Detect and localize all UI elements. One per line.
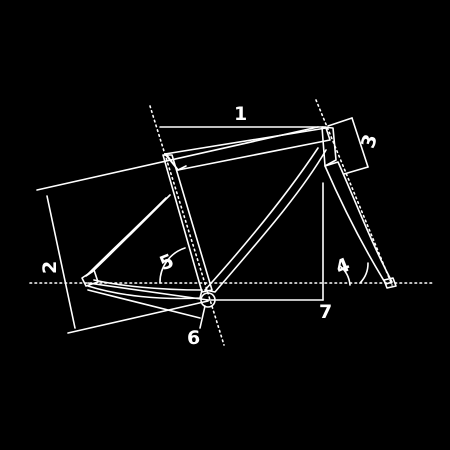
bottom-bracket [200,292,216,308]
label-1: 1 [234,103,247,125]
label-7: 7 [319,301,332,323]
chainstay-reference [87,282,209,301]
fork-dropout [383,277,397,289]
dimension-line-2-vertical [46,195,76,329]
dimension-line-2-base [67,300,209,334]
head-angle-arc [359,262,369,284]
down-tube [204,147,327,293]
label-4: 4 [332,254,353,279]
bb-drop-arc [339,265,351,286]
seat-tube [162,154,213,293]
rear-dropout [81,269,99,287]
bb-drop-reference [87,289,201,319]
seat-tube-axis [149,105,225,346]
dimension-line-3-top [327,117,353,127]
label-2: 2 [39,261,61,274]
seat-stay [85,194,171,277]
dimension-line-3-bottom [343,166,369,175]
seat-angle-arc [159,247,186,284]
chain-stay [87,279,203,300]
seat-clamp [165,153,187,171]
label-6: 6 [187,327,200,349]
fork [324,161,393,285]
label-3: 3 [357,132,382,151]
top-tube [164,127,331,171]
bb-drop-leader [199,305,206,329]
steering-axis [315,99,393,286]
dimension-line-3 [351,117,369,168]
